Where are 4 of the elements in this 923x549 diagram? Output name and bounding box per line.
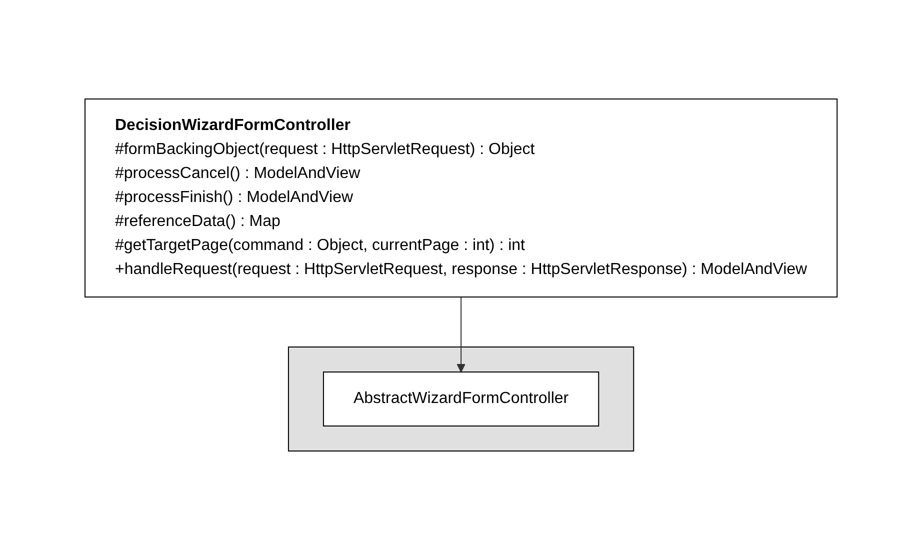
node-box: AbstractWizardFormController xyxy=(323,371,600,426)
arrow xyxy=(457,296,466,372)
cluster xyxy=(288,346,635,451)
node-box: DecisionWizardFormController #formBackingObject(request : HttpServletRequest) : Object #processCancel() : ModelAndView #processFinish() : ModelAndView #referenceData() : Map #getTargetPage(command : Object, currentPage : int) : int +handleRequest(request : HttpServletRequest, response : HttpServletResponse) : ModelAndView xyxy=(84,98,838,297)
